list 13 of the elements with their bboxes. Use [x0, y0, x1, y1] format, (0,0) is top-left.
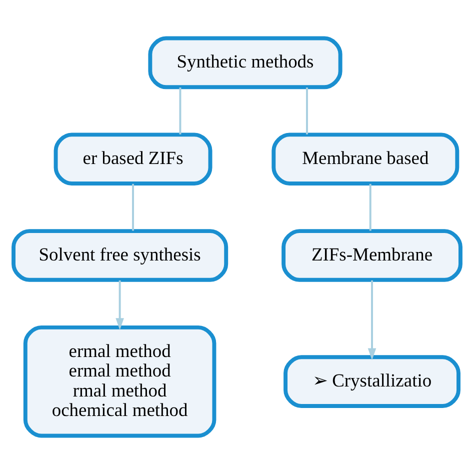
connector	[306, 88, 308, 134]
node-box: Membrane based	[272, 132, 460, 186]
node-box: ZIFs-Membrane	[282, 229, 462, 282]
node-box: Solvent free synthesis	[12, 229, 228, 282]
node-box: er based ZIFs	[54, 132, 212, 186]
arrow	[116, 280, 124, 330]
connector	[179, 88, 182, 134]
node-box: Synthetic methods	[148, 36, 342, 90]
node-box: ermal method ermal method rmal method ochemical method	[23, 325, 216, 438]
connector	[132, 184, 134, 231]
arrow	[368, 280, 376, 360]
node-box: ➢ Crystallizatio	[284, 355, 460, 408]
connector	[369, 184, 372, 231]
